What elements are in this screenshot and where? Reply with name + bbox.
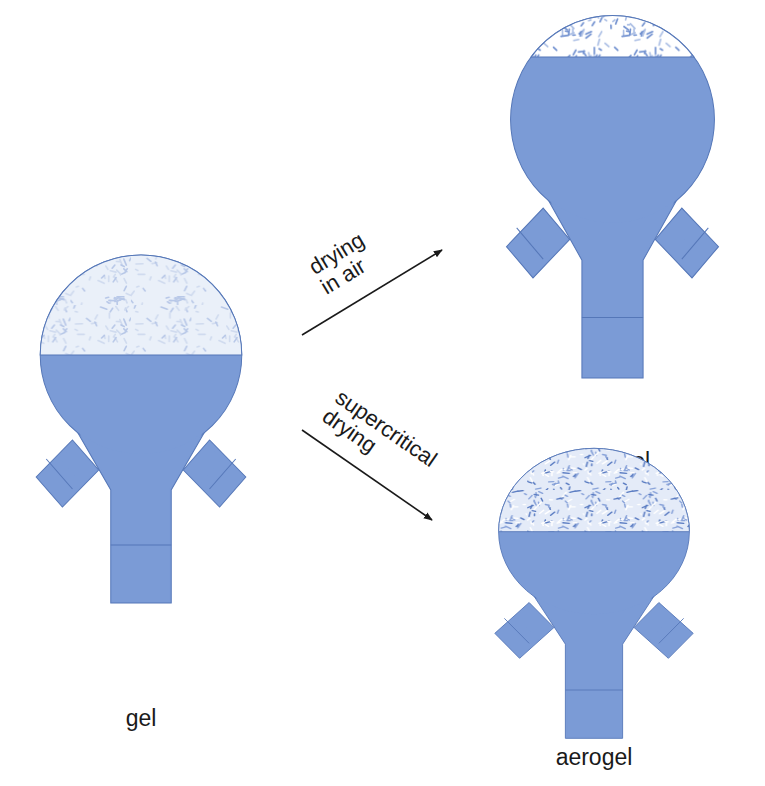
material-label: gel [10, 705, 272, 732]
flask-drawing [470, 440, 718, 740]
flask-vessel: aerogel [470, 440, 718, 740]
material-label: aerogel [470, 744, 718, 771]
process-label: drying in air [302, 215, 401, 301]
flask-drawing [480, 5, 745, 380]
flask-drawing [10, 245, 272, 605]
flask-vessel: xerogel [480, 5, 745, 380]
flask-vessel: gel [10, 245, 272, 605]
process-label: supercritical drying [315, 382, 462, 505]
